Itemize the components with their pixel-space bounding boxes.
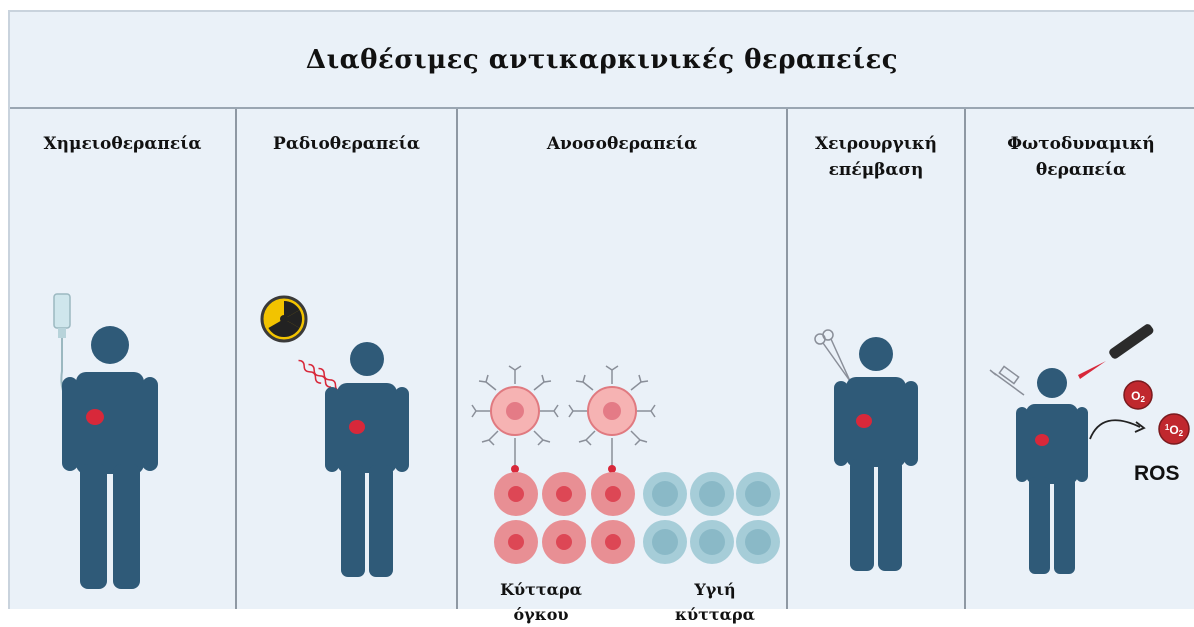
oxygen-molecule: O2 xyxy=(1124,381,1152,409)
immune-cell-icon xyxy=(472,366,558,473)
immune-cell-icon xyxy=(569,366,655,473)
scissors-icon xyxy=(815,330,850,381)
laser-pointer-icon xyxy=(1078,323,1155,379)
radiation-waves-icon xyxy=(297,359,342,392)
title-bar: Διαθέσιμες αντικαρκινικές θεραπείες xyxy=(10,12,1194,109)
tumor-icon xyxy=(1035,434,1049,446)
ros-label: ROS xyxy=(1134,462,1180,486)
reaction-arrow xyxy=(1090,420,1140,439)
tumor-icon xyxy=(856,414,872,428)
column-immunotherapy: Ανοσοθεραπεία xyxy=(458,109,786,609)
syringe-icon xyxy=(990,366,1024,395)
photodynamic-illustration: O2 1O2 xyxy=(966,109,1194,609)
healthy-cell-group xyxy=(643,472,780,564)
column-chemotherapy: Χημειοθεραπεία xyxy=(10,109,235,609)
diagram-frame: Διαθέσιμες αντικαρκινικές θεραπείες Χημε… xyxy=(8,10,1194,609)
tumor-cell-group xyxy=(494,472,635,564)
chemotherapy-illustration xyxy=(10,109,235,609)
surgery-illustration xyxy=(788,109,964,609)
person-icon xyxy=(1016,368,1088,574)
singlet-oxygen-molecule: 1O2 xyxy=(1159,414,1189,444)
column-radiotherapy: Ραδιοθεραπεία xyxy=(237,109,456,609)
person-icon xyxy=(62,326,158,589)
diagram-title: Διαθέσιμες αντικαρκινικές θεραπείες xyxy=(306,45,898,75)
tumor-icon xyxy=(86,409,104,425)
immunotherapy-illustration xyxy=(458,109,786,609)
person-icon xyxy=(325,342,409,577)
radiation-icon xyxy=(262,297,307,341)
tumor-icon xyxy=(349,420,365,434)
radiotherapy-illustration xyxy=(237,109,456,609)
